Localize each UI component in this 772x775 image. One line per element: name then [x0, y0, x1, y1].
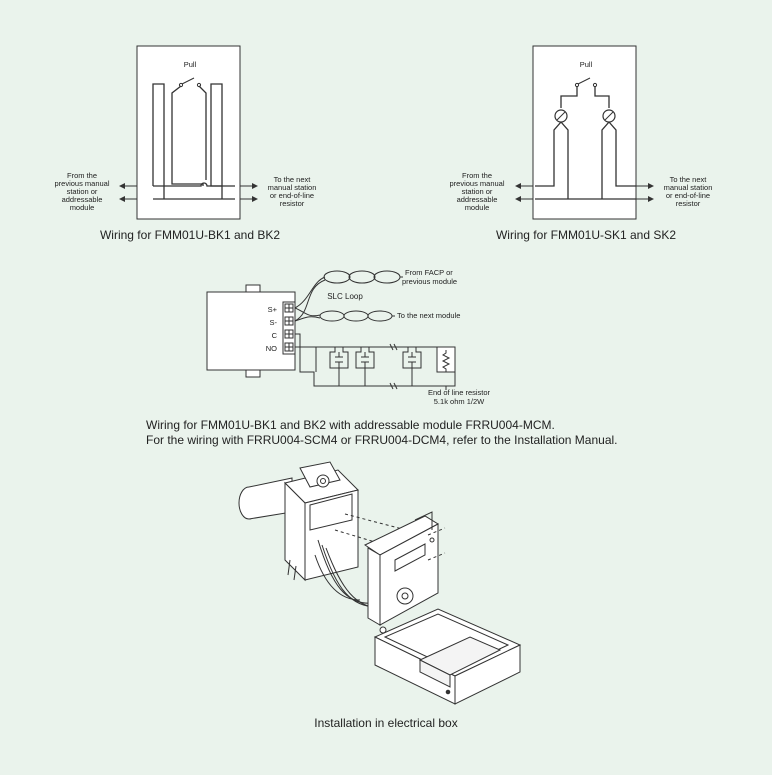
manual-station-box — [136, 45, 241, 220]
diagram-bk: Pull From the previous manual station or… — [54, 45, 317, 242]
from-label-line: From the — [462, 171, 492, 180]
manual-station-box — [532, 45, 637, 220]
electrical-box-illustration — [238, 461, 522, 705]
caption-module-line2: For the wiring with FRRU004-SCM4 or FRRU… — [146, 433, 618, 447]
to-label-line: To the next — [274, 175, 312, 184]
manual-station-symbol — [329, 347, 349, 386]
to-label-line: manual station — [268, 183, 317, 192]
from-label-line: module — [70, 203, 95, 212]
from-label-line: previous manual — [449, 179, 504, 188]
manual-station-symbol — [402, 347, 422, 386]
terminal-label: C — [272, 331, 278, 340]
from-label-line: addressable — [62, 195, 103, 204]
terminal-label: S+ — [268, 305, 278, 314]
to-label-line: resistor — [676, 199, 701, 208]
eol-label: 5.1k ohm 1/2W — [434, 397, 485, 406]
caption-electrical-box: Installation in electrical box — [314, 716, 457, 730]
from-label-line: station or — [462, 187, 493, 196]
to-label-line: or end-of-line — [666, 191, 710, 200]
from-label-line: previous manual — [54, 179, 109, 188]
wire — [152, 83, 165, 199]
from-label-line: addressable — [457, 195, 498, 204]
to-label-line: To the next — [670, 175, 708, 184]
caption-sk: Wiring for FMM01U-SK1 and SK2 — [496, 228, 676, 242]
twisted-pair — [323, 270, 401, 284]
diagram-module: S+ S- C NO From FACP or previous module … — [146, 268, 618, 447]
eol-label: End of line resistor — [428, 388, 491, 397]
pull-label: Pull — [580, 60, 593, 69]
module-body — [206, 291, 296, 371]
wire — [198, 85, 207, 180]
from-facp-label: From FACP or — [405, 268, 453, 277]
to-label-line: resistor — [280, 199, 305, 208]
to-label-line: or end-of-line — [270, 191, 314, 200]
pull-label: Pull — [184, 60, 197, 69]
from-label-line: station or — [67, 187, 98, 196]
manual-station-symbol — [355, 347, 375, 386]
terminal-label: NO — [266, 344, 277, 353]
from-label-line: module — [465, 203, 490, 212]
from-facp-label: previous module — [402, 277, 457, 286]
next-module-label: To the next module — [397, 311, 460, 320]
to-label-line: manual station — [664, 183, 713, 192]
caption-bk: Wiring for FMM01U-BK1 and BK2 — [100, 228, 280, 242]
diagram-sk: Pull From the previous manual station or… — [449, 45, 713, 242]
slc-loop-label: SLC Loop — [327, 292, 363, 301]
caption-module-line1: Wiring for FMM01U-BK1 and BK2 with addre… — [146, 418, 555, 432]
terminal-label: S- — [270, 318, 278, 327]
from-label-line: From the — [67, 171, 97, 180]
resistor-icon — [436, 346, 456, 373]
terminal-screw-icon — [284, 303, 294, 352]
wire — [171, 85, 204, 186]
